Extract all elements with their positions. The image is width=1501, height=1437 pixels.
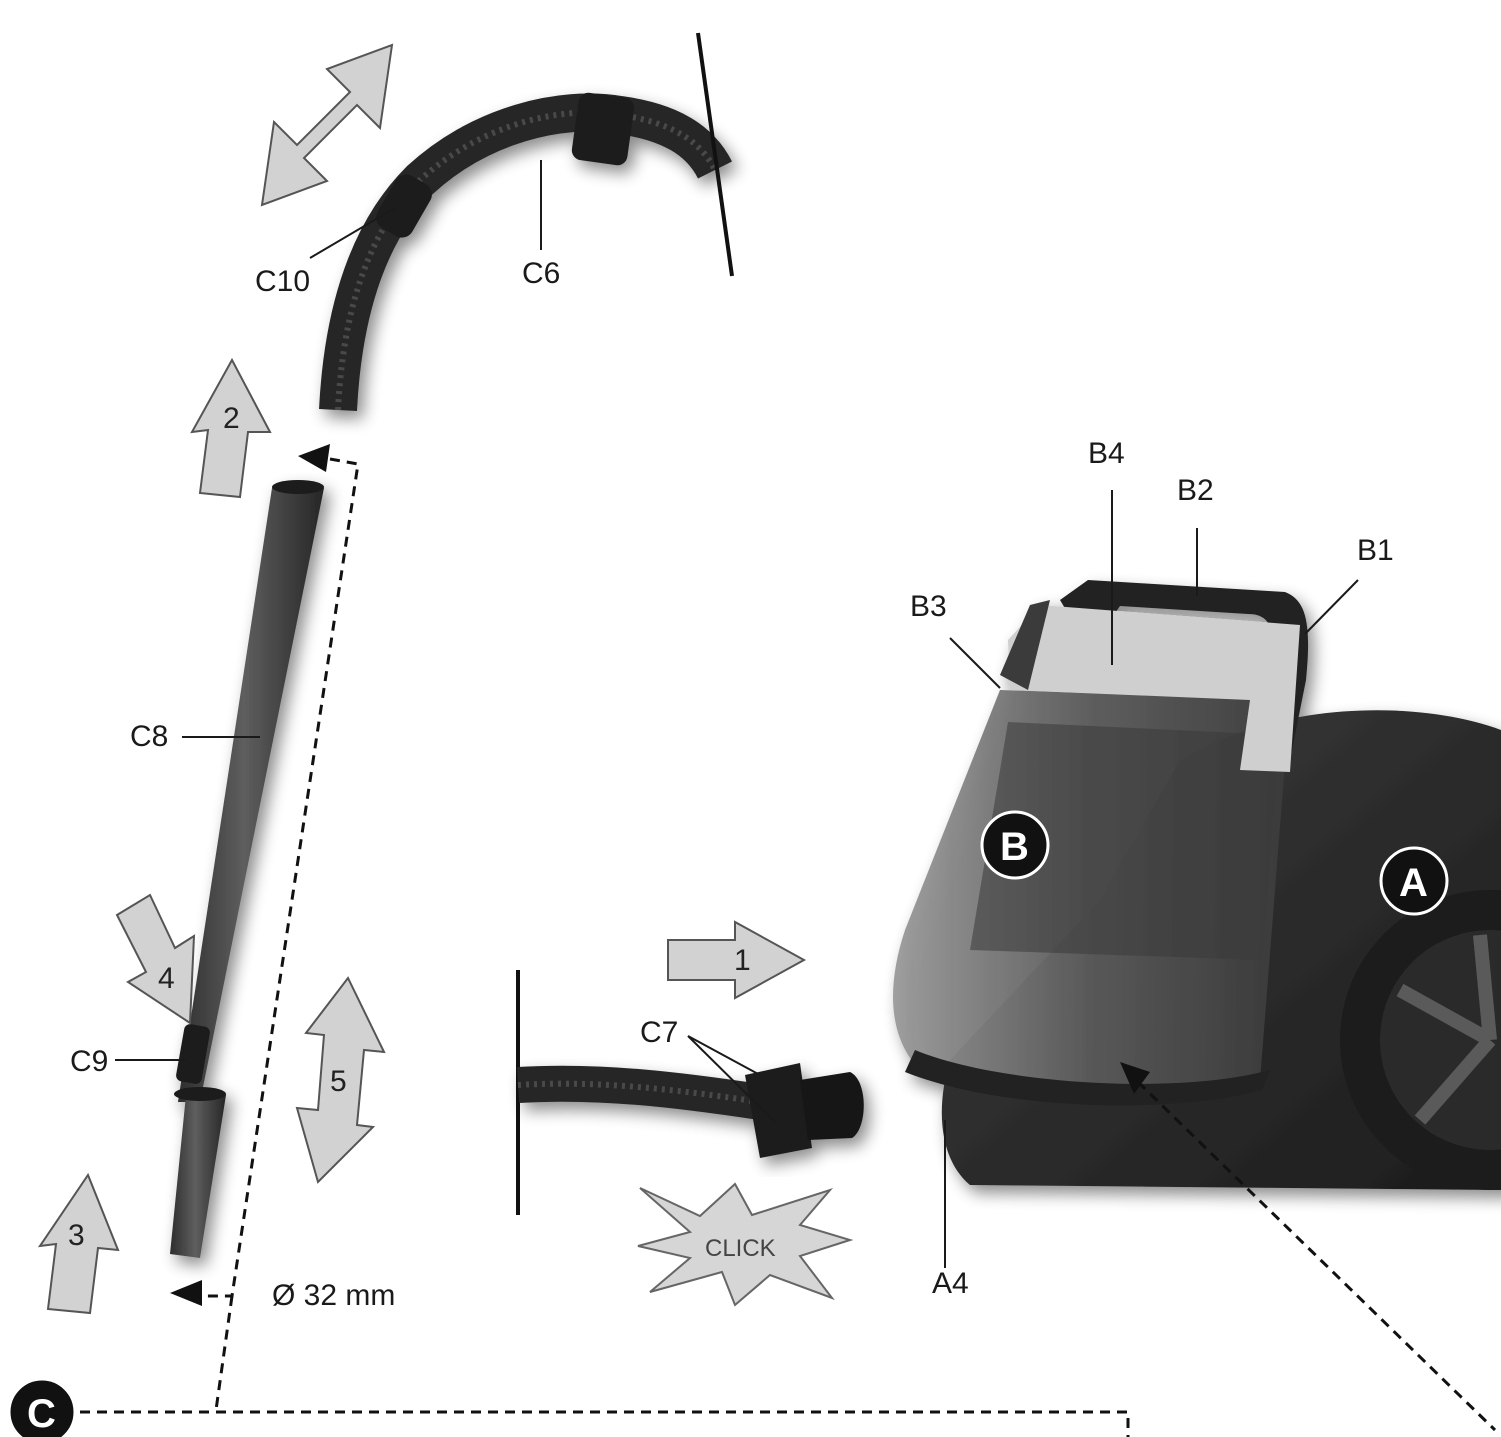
click-starburst — [637, 1182, 854, 1307]
telescopic-tube — [170, 480, 324, 1258]
arrow-step-2 — [190, 357, 272, 499]
dashed-tube-path — [200, 457, 360, 1298]
leader-b3 — [949, 637, 1001, 689]
arrow-step-4 — [115, 893, 196, 1025]
step-4-label: 4 — [158, 962, 175, 995]
arrow-step-1 — [667, 920, 807, 1000]
label-c6: C6 — [522, 257, 560, 290]
label-c10: C10 — [255, 265, 310, 298]
step-3-label: 3 — [68, 1219, 85, 1252]
flexible-hose-lower — [516, 1063, 864, 1158]
leader-b1 — [1304, 579, 1359, 635]
leader-c10 — [309, 207, 396, 259]
vacuum-body — [893, 580, 1501, 1190]
badge-b: B — [980, 810, 1050, 880]
label-c7: C7 — [640, 1016, 678, 1049]
badge-a: A — [1379, 846, 1449, 916]
hose-cut-line-top — [696, 32, 734, 277]
step-1-label: 1 — [734, 944, 751, 977]
step-5-label: 5 — [330, 1065, 347, 1098]
label-b2: B2 — [1177, 474, 1214, 507]
label-c8: C8 — [130, 720, 168, 753]
flexible-hose-upper — [319, 92, 732, 411]
badge-c: C — [7, 1377, 77, 1437]
label-a4: A4 — [932, 1267, 969, 1300]
label-b3: B3 — [910, 590, 947, 623]
label-b4: B4 — [1088, 437, 1125, 470]
dashed-arrowhead-bin — [1120, 1062, 1150, 1094]
arrow-step-5 — [295, 976, 386, 1184]
dashed-bin-path — [1136, 1080, 1497, 1432]
label-b1: B1 — [1357, 534, 1394, 567]
svg-text:C: C — [27, 1392, 56, 1436]
label-c9: C9 — [70, 1045, 108, 1078]
dashed-arrowhead-bottom — [170, 1280, 202, 1306]
click-label: CLICK — [705, 1235, 776, 1262]
dashed-arrowhead-top — [298, 444, 330, 472]
svg-text:A: A — [1399, 861, 1428, 905]
double-arrow-top — [260, 43, 394, 207]
svg-text:B: B — [1000, 825, 1029, 869]
diameter-label: Ø 32 mm — [272, 1279, 395, 1312]
arrow-step-3 — [37, 1172, 120, 1315]
leader-c7-a — [687, 1035, 761, 1076]
step-2-label: 2 — [223, 402, 240, 435]
leader-c7-b — [687, 1035, 776, 1123]
dashed-c-border — [80, 1410, 1130, 1437]
dashed-to-c — [214, 1295, 234, 1411]
